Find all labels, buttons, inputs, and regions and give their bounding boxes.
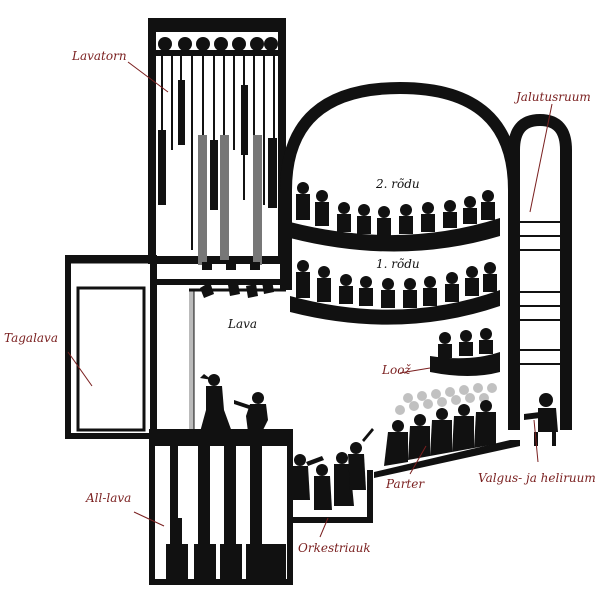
box-seats bbox=[430, 328, 500, 376]
fly-counterweights bbox=[158, 80, 277, 265]
backstage bbox=[65, 255, 157, 439]
fly-pulleys bbox=[156, 37, 280, 56]
label-all-lava: All-lava bbox=[85, 491, 131, 505]
balcony-1 bbox=[290, 260, 500, 325]
label-lava: Lava bbox=[227, 317, 257, 331]
understage-lifts bbox=[166, 446, 286, 580]
label-rodu-2: 2. rõdu bbox=[375, 177, 420, 191]
light-sound-operator bbox=[524, 393, 558, 446]
parterre bbox=[374, 383, 520, 478]
label-looz: Loož bbox=[381, 363, 411, 377]
label-tagalava: Tagalava bbox=[4, 331, 58, 345]
label-rodu-1: 1. rõdu bbox=[376, 257, 420, 271]
label-lavatorn: Lavatorn bbox=[71, 49, 127, 63]
stage bbox=[156, 279, 286, 435]
understage bbox=[149, 429, 293, 585]
fly-tower bbox=[148, 18, 286, 298]
orchestra-pit bbox=[287, 428, 374, 523]
promenade-tower bbox=[508, 113, 572, 446]
label-jalutusruum: Jalutusruum bbox=[513, 90, 591, 104]
leader-lines bbox=[67, 61, 553, 538]
label-orkestriauk: Orkestriauk bbox=[298, 541, 371, 555]
auditorium bbox=[280, 81, 520, 430]
stage-performers bbox=[200, 374, 268, 432]
label-parter: Parter bbox=[385, 477, 425, 491]
balcony-2 bbox=[290, 182, 500, 252]
orchestra-musicians bbox=[292, 428, 374, 510]
label-valgus-ja-heliruum: Valgus- ja heliruum bbox=[478, 471, 596, 485]
